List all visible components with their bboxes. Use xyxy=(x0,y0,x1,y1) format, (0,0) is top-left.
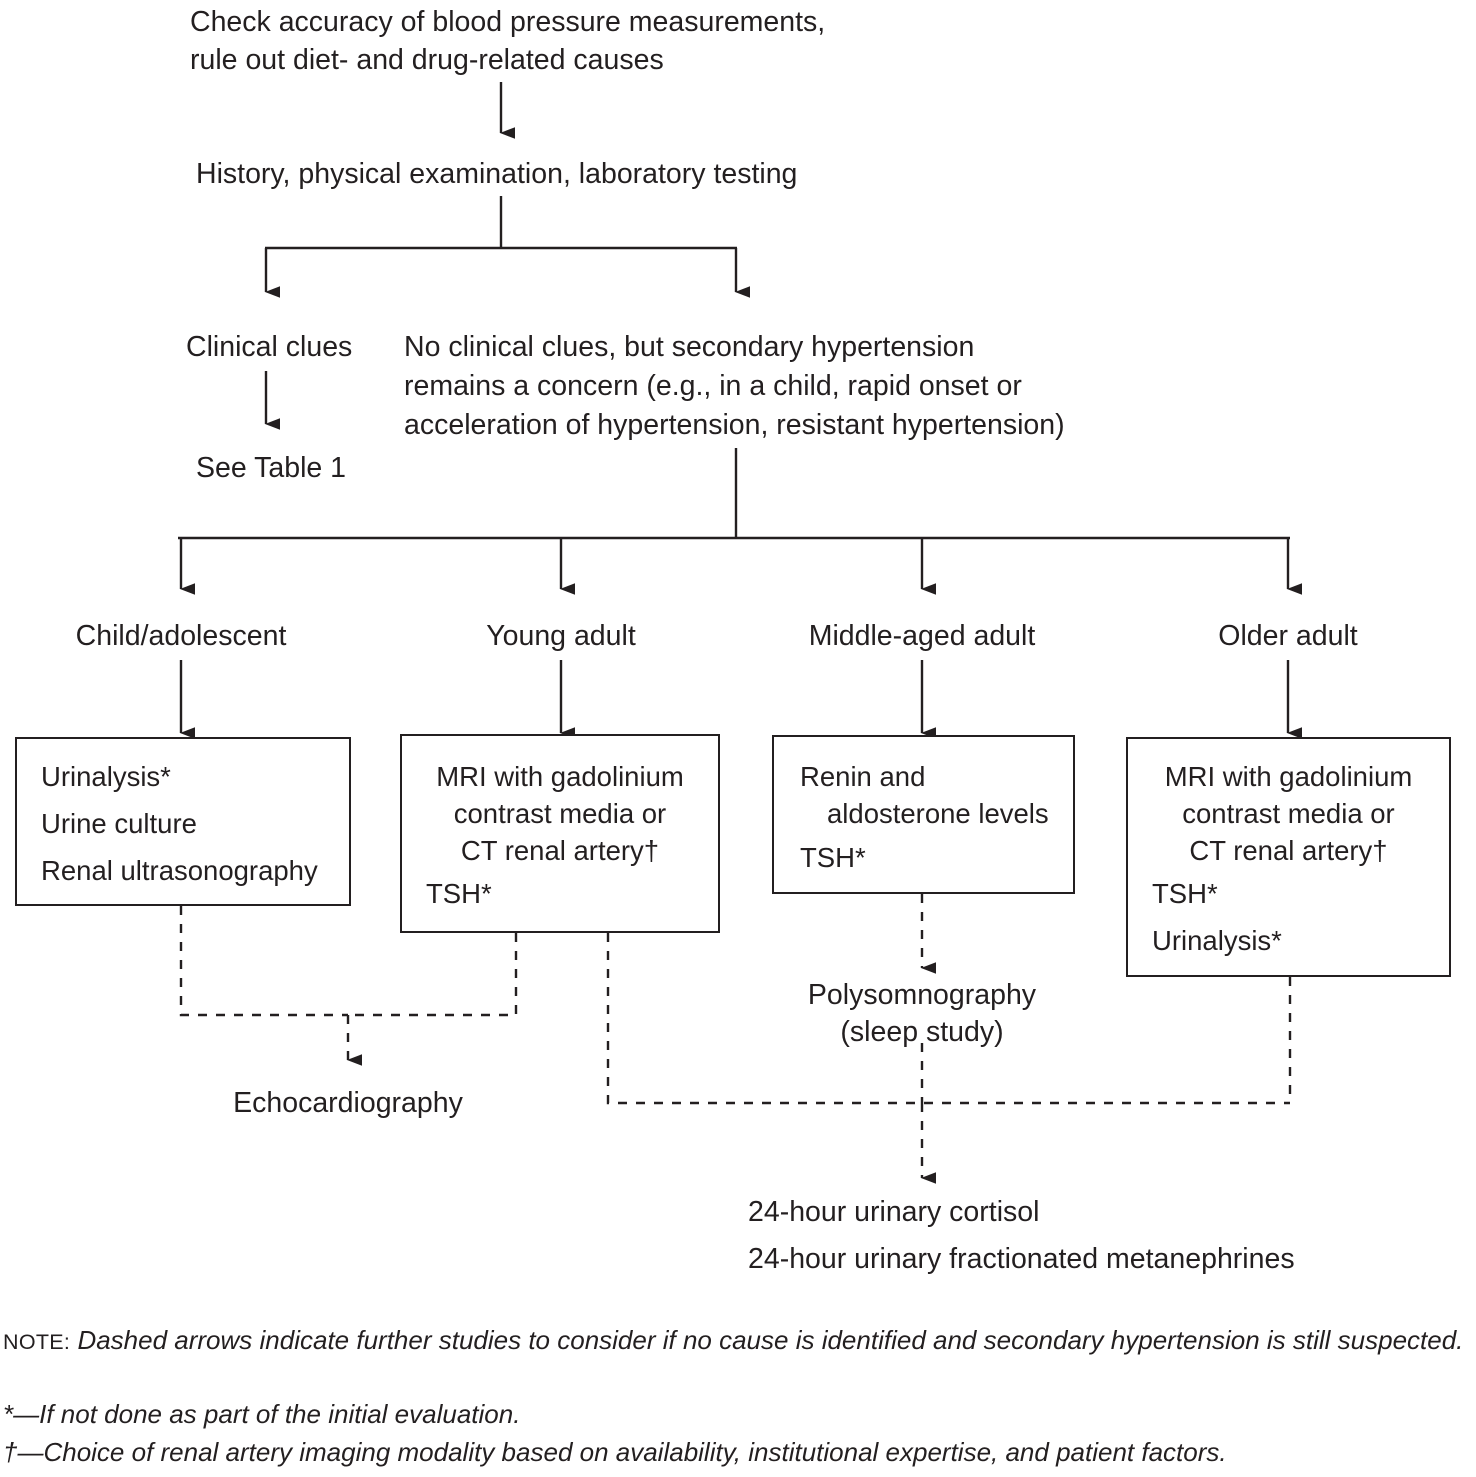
workup-line: contrast media or xyxy=(453,798,667,829)
workup-line: Urinalysis* xyxy=(41,761,171,792)
followup-polysomnography-line2: (sleep study) xyxy=(840,1016,1004,1048)
footnote-asterisk: *—If not done as part of the initial eva… xyxy=(3,1396,1473,1433)
footnote-note-label: NOTE: xyxy=(3,1330,71,1354)
footnote-note: NOTE: Dashed arrows indicate further stu… xyxy=(3,1322,1473,1359)
workup-line: Renin and xyxy=(800,761,926,792)
workup-line: contrast media or xyxy=(1182,798,1395,829)
final-test-line2: 24-hour urinary fractionated metanephrin… xyxy=(748,1243,1295,1275)
branch-see-table-1: See Table 1 xyxy=(196,452,347,484)
workup-line: TSH* xyxy=(426,878,492,909)
branch-no-clinical-clues-line1: No clinical clues, but secondary hyperte… xyxy=(404,331,975,363)
followup-echocardiography: Echocardiography xyxy=(233,1087,463,1119)
step2-history-exam-labs: History, physical examination, laborator… xyxy=(196,158,798,190)
older-adult-workup-box xyxy=(1126,737,1451,977)
footnote-dagger: †—Choice of renal artery imaging modalit… xyxy=(3,1434,1473,1471)
branch-clinical-clues: Clinical clues xyxy=(186,331,353,363)
workup-line: Urinalysis* xyxy=(1152,925,1282,956)
workup-line: CT renal artery† xyxy=(460,835,660,866)
step1-line1: Check accuracy of blood pressure measure… xyxy=(190,6,826,38)
branch-no-clinical-clues-line2: remains a concern (e.g., in a child, rap… xyxy=(404,370,1022,402)
workup-line: Renal ultrasonography xyxy=(41,855,318,886)
child-adolescent-workup-box xyxy=(15,737,351,906)
middle-aged-adult-workup-box xyxy=(772,735,1075,894)
workup-line: TSH* xyxy=(1152,878,1218,909)
footnote-asterisk-text: *—If not done as part of the initial eva… xyxy=(3,1399,521,1429)
workup-line: MRI with gadolinium xyxy=(436,761,684,792)
followup-polysomnography-line1: Polysomnography xyxy=(807,979,1037,1011)
workup-line: TSH* xyxy=(800,842,866,873)
age-group-middle-aged-adult: Middle-aged adult xyxy=(808,620,1036,652)
young-adult-workup-box xyxy=(400,734,720,933)
workup-line: MRI with gadolinium xyxy=(1164,761,1413,792)
dashed-box2-to-echo xyxy=(348,933,518,1017)
branch-no-clinical-clues-line3: acceleration of hypertension, resistant … xyxy=(404,409,1065,441)
workup-line: aldosterone levels xyxy=(827,798,1049,829)
age-group-child-adolescent: Child/adolescent xyxy=(75,620,287,652)
age-group-older-adult: Older adult xyxy=(1218,620,1358,652)
footnote-note-text: Dashed arrows indicate further studies t… xyxy=(77,1325,1464,1355)
dashed-box1-to-echo xyxy=(179,906,348,1017)
workup-line: CT renal artery† xyxy=(1189,835,1388,866)
footnote-dagger-text: †—Choice of renal artery imaging modalit… xyxy=(3,1437,1227,1467)
dashed-box2-to-collector xyxy=(606,933,1290,1105)
age-group-young-adult: Young adult xyxy=(486,620,636,652)
workup-line: Urine culture xyxy=(41,808,197,839)
step1-line2: rule out diet- and drug-related causes xyxy=(190,44,664,76)
final-test-line1: 24-hour urinary cortisol xyxy=(748,1196,1040,1228)
